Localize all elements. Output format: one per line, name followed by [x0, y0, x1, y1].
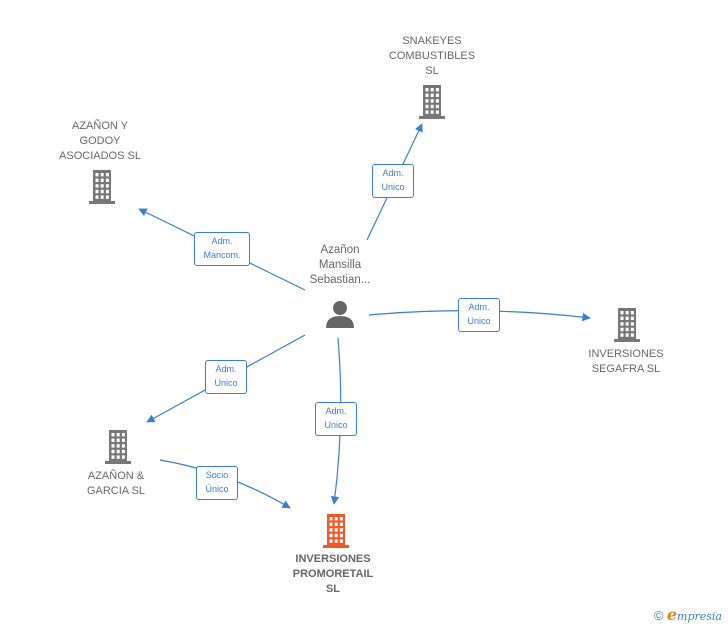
node-label-line: SNAKEYES — [402, 35, 462, 47]
node-label-line: SEGAFRA SL — [591, 363, 661, 375]
node-label-line: COMBUSTIBLES — [388, 50, 476, 62]
edge-label-line: Mancom. — [203, 250, 241, 260]
node-label-promoretail[interactable]: INVERSIONES PROMORETAIL SL — [278, 552, 388, 597]
edge-label-person-to-promoretail[interactable]: Adm. Unico — [315, 402, 357, 436]
edge-label-line: Adm. — [211, 236, 233, 246]
copyright-icon: © — [653, 608, 664, 623]
edge-label-line: Unico — [214, 378, 238, 388]
building-icon-promoretail[interactable] — [323, 514, 349, 548]
edge-label-person-to-segafra[interactable]: Adm. Unico — [458, 298, 500, 332]
node-label-azanon-godoy[interactable]: AZAÑON Y GODOY ASOCIADOS SL — [45, 119, 155, 164]
building-icon-snakeyes[interactable] — [419, 85, 445, 119]
node-label-line: GARCIA SL — [86, 485, 146, 497]
node-label-segafra[interactable]: INVERSIONES SEGAFRA SL — [576, 347, 676, 377]
node-label-snakeyes[interactable]: SNAKEYES COMBUSTIBLES SL — [377, 34, 487, 79]
brand-logo-text: mpresia — [677, 610, 722, 623]
edge-label-line: Adm. — [325, 406, 347, 416]
node-label-line: Mansilla — [318, 259, 362, 271]
node-label-line: SL — [325, 583, 341, 595]
node-label-line: ASOCIADOS SL — [59, 150, 141, 162]
edge-label-line: Adm. — [215, 364, 237, 374]
edge-label-line: Adm. — [468, 302, 490, 312]
edge-label-person-to-azanon-godoy[interactable]: Adm. Mancom. — [194, 232, 250, 266]
node-label-line: SL — [425, 65, 439, 77]
node-label-line: AZAÑON & — [87, 470, 145, 482]
edge-label-person-to-azanon-garcia[interactable]: Adm. Unico — [205, 360, 247, 394]
node-label-line: AZAÑON Y — [71, 120, 129, 132]
node-label-line: Azañon — [320, 244, 360, 256]
edge-label-line: Socio — [205, 470, 229, 480]
node-label-line: INVERSIONES — [295, 553, 371, 565]
node-label-azanon-garcia[interactable]: AZAÑON & GARCIA SL — [71, 469, 161, 499]
node-label-line: Sebastian... — [309, 274, 371, 286]
node-label-line: GODOY — [79, 135, 121, 147]
edge-label-line: Unico — [467, 316, 491, 326]
edge-label-person-to-snakeyes[interactable]: Adm. Unico — [372, 164, 414, 198]
building-icon-segafra[interactable] — [614, 308, 640, 342]
building-icon-azanon-godoy[interactable] — [89, 170, 115, 204]
edge-label-line: Único — [205, 484, 229, 494]
node-label-line: PROMORETAIL — [292, 568, 374, 580]
node-label-line: INVERSIONES — [588, 348, 664, 360]
edge-label-line: Unico — [324, 420, 348, 430]
brand-logo-initial: e — [666, 605, 678, 624]
copyright-mark: © empresia — [654, 605, 722, 624]
edge-label-line: Adm. — [382, 168, 404, 178]
person-icon[interactable] — [326, 301, 354, 328]
edge-label-line: Unico — [381, 182, 405, 192]
building-icon-azanon-garcia[interactable] — [105, 430, 131, 464]
